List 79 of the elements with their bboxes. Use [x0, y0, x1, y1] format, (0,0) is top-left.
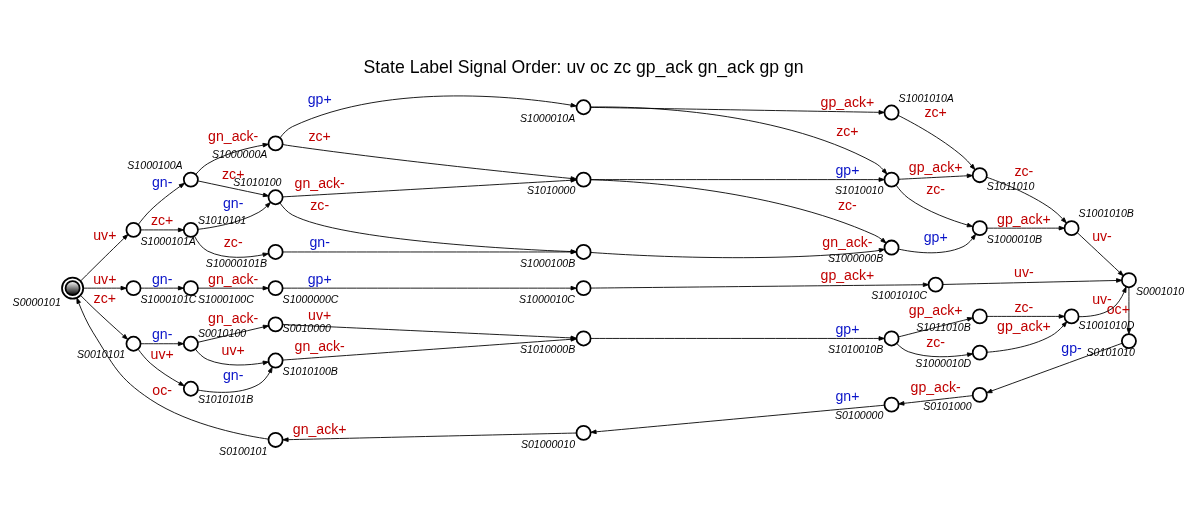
edge-label: gn_ack- — [208, 270, 259, 287]
node-label: S1001010A — [898, 91, 954, 104]
edge-label: zc- — [223, 233, 243, 249]
edge-label: gn- — [151, 270, 173, 287]
edge-label: zc+ — [308, 127, 331, 144]
edge-label: gn- — [223, 366, 244, 383]
edge-label: gp_ack- — [910, 378, 961, 395]
edge-label: uv- — [1092, 227, 1112, 244]
edge-label: zc+ — [836, 122, 859, 139]
edge-label: zc+ — [150, 211, 174, 228]
edge-label: gp- — [1061, 339, 1082, 356]
edge-label: gn- — [151, 172, 173, 189]
edge-label: zc- — [926, 180, 946, 197]
edge-label: gn_ack- — [208, 309, 259, 326]
edge-label: gn- — [151, 325, 173, 342]
node-label: S1000000C — [282, 292, 339, 305]
node-label: S1001010C — [871, 288, 928, 301]
node-label: S0100000 — [835, 408, 884, 421]
edge-label: gn_ack+ — [292, 420, 347, 437]
node-label: S1000010A — [520, 111, 576, 124]
node-label: S1000100B — [520, 256, 576, 269]
node-label: S1000100C — [197, 292, 254, 305]
edge-label: gp_ack+ — [820, 93, 875, 110]
edge-label: gp_ack+ — [908, 157, 963, 174]
edge-label: gp+ — [307, 270, 332, 287]
node-label: S1000100A — [127, 158, 183, 171]
node-label: S1001010B — [1078, 206, 1134, 219]
edge-label: uv+ — [308, 306, 332, 323]
edge-label: gn- — [309, 233, 330, 250]
edge-label: gp_ack+ — [997, 210, 1051, 227]
edge-label: gp+ — [835, 320, 860, 337]
edge-label: gp+ — [307, 90, 332, 107]
edge-label: zc+ — [93, 289, 116, 306]
node-label: S1000010C — [519, 292, 576, 305]
edge-label: gp+ — [923, 228, 948, 245]
node-label: S1000101A — [140, 234, 196, 247]
edge-label: zc- — [838, 196, 857, 213]
edge-label: gn_ack- — [822, 233, 873, 249]
edge-label: gp+ — [835, 161, 860, 178]
edge-label: gp_ack+ — [908, 301, 963, 318]
edge-label: gn_ack- — [208, 127, 259, 144]
edge-label: uv+ — [93, 270, 117, 287]
edge-label: uv+ — [221, 341, 245, 358]
edge-label: zc- — [926, 333, 946, 350]
node-label: S1000010B — [986, 232, 1043, 245]
edge-label: gn- — [223, 194, 244, 211]
node-label: S0100101 — [219, 444, 268, 457]
node-label: S1010010B — [828, 342, 884, 355]
node-label: S0010101 — [77, 347, 126, 360]
node-label: S1000010D — [915, 356, 972, 369]
node-label: S10000101B — [205, 256, 268, 269]
edge-label: oc- — [152, 381, 172, 398]
node-label: S0000101 — [12, 295, 61, 308]
edge-label: gp_ack+ — [997, 317, 1051, 334]
node-label: S0001010 — [1135, 284, 1185, 297]
edge-label: zc- — [310, 196, 330, 213]
label: State Label Signal Order: uv oc zc gp_ack gn_ack gp gn — [363, 56, 804, 77]
node-label: S01000010 — [520, 437, 576, 450]
node-label: S1010010 — [835, 183, 884, 196]
node-label: S1010000 — [527, 183, 576, 196]
edge-label: zc- — [1014, 162, 1034, 179]
node-label: S0101000 — [923, 399, 972, 412]
edge-label: uv- — [1014, 263, 1034, 280]
node-label: S1000101C — [140, 292, 197, 305]
node-label: S1010100B — [282, 364, 338, 377]
node-label: S1001010D — [1078, 318, 1135, 331]
edge-label: gn+ — [835, 387, 860, 404]
node-label: S1000000B — [828, 251, 884, 264]
node-label: S1010101B — [197, 392, 254, 405]
node-label: S1010000B — [520, 342, 576, 355]
edge-label: zc- — [1014, 298, 1034, 315]
node-label: S1010101 — [197, 213, 247, 226]
edge-label: gn_ack- — [294, 174, 345, 191]
edge-label: zc+ — [924, 103, 947, 120]
edge-label: uv+ — [150, 345, 174, 362]
edge-label: gp_ack+ — [820, 266, 875, 283]
edge-label: gn_ack- — [294, 337, 345, 354]
node-label: S0010100 — [197, 326, 247, 339]
edge-label: uv+ — [93, 226, 117, 243]
